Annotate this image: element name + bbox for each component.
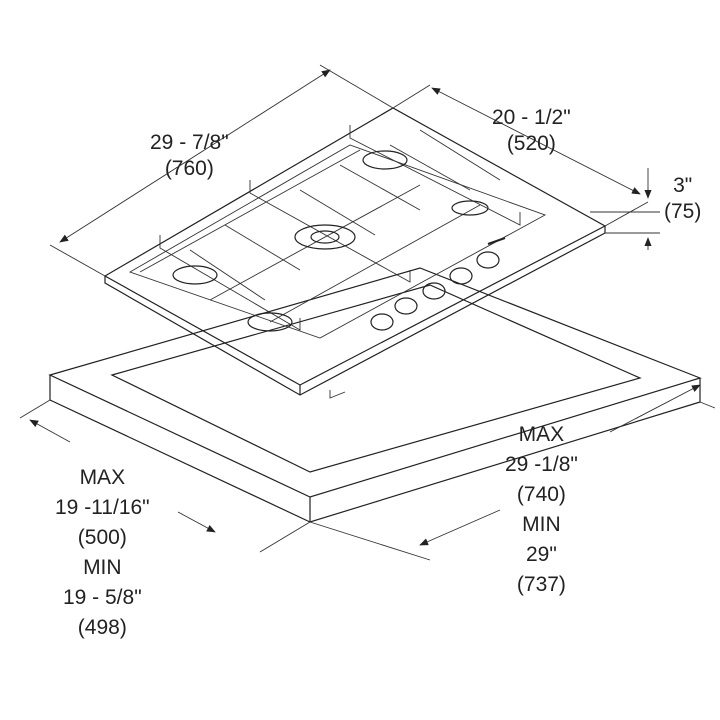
cutout-depth-max-metric: (500) xyxy=(77,526,127,549)
dimension-lines xyxy=(19,64,716,561)
depth-metric: (520) xyxy=(506,132,556,155)
cutout-depth-min-metric: (498) xyxy=(77,616,127,639)
cutout-width-min-metric: (737) xyxy=(516,573,566,596)
cutout-depth-min-label: MIN xyxy=(83,556,122,579)
cutout-width-max-imperial: 29 -1/8" xyxy=(505,453,578,476)
width-metric: (760) xyxy=(164,157,214,180)
cutout-depth-min-imperial: 19 - 5/8" xyxy=(62,586,142,609)
depth-label: 20 - 1/2" (520) xyxy=(492,105,571,157)
depth-imperial: 20 - 1/2" xyxy=(492,106,571,129)
cutout-width-max-label: MAX xyxy=(518,423,565,446)
height-metric: (75) xyxy=(664,200,702,223)
height-label: 3" (75) xyxy=(664,173,701,225)
control-knobs xyxy=(370,251,500,331)
cutout-width-min-label: MIN xyxy=(522,513,561,536)
cutout-depth-max-imperial: 19 -11/16" xyxy=(55,496,150,519)
cutout-width-label: MAX 29 -1/8" (740) MIN 29" (737) xyxy=(505,420,578,600)
cutout-depth-label: MAX 19 -11/16" (500) MIN 19 - 5/8" (498) xyxy=(55,463,150,643)
cutout-depth-max-label: MAX xyxy=(79,466,126,489)
cutout-width-min-imperial: 29" xyxy=(526,543,557,566)
cutout-width-max-metric: (740) xyxy=(516,483,566,506)
width-label: 29 - 7/8" (760) xyxy=(150,130,229,182)
width-imperial: 29 - 7/8" xyxy=(150,131,229,154)
brand-logo xyxy=(487,237,506,245)
height-imperial: 3" xyxy=(673,174,693,197)
